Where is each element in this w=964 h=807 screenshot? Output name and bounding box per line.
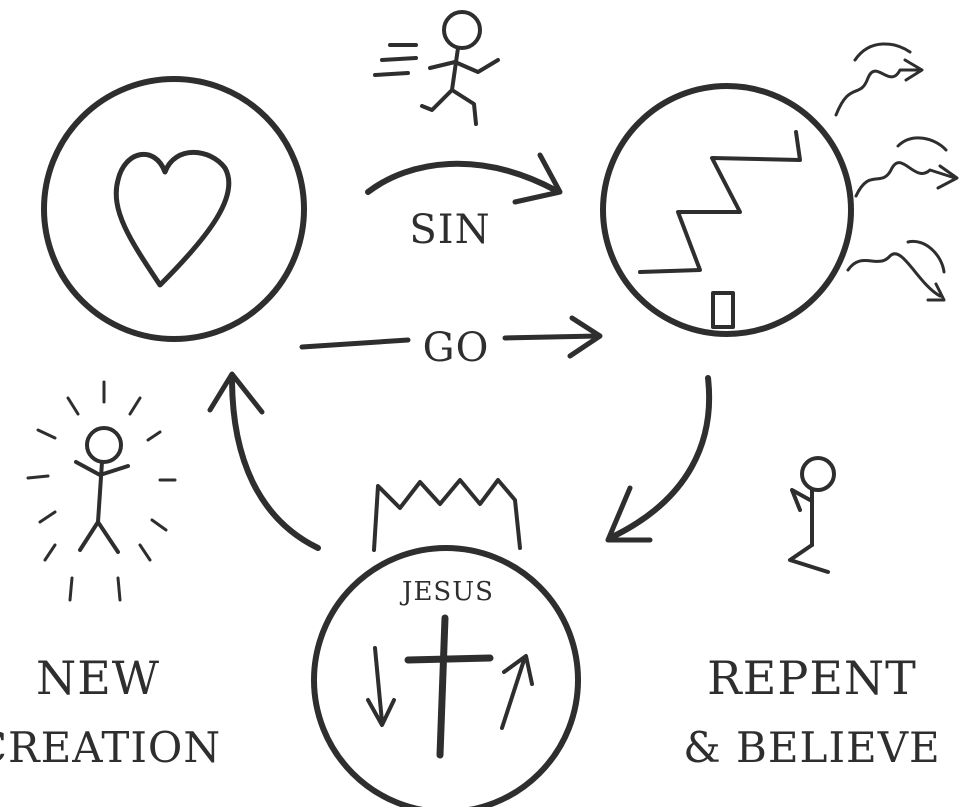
zigzag-icon	[638, 130, 802, 274]
jesus-label: JESUS	[399, 577, 494, 607]
sin-arrow	[365, 152, 563, 205]
new-creation-line1: NEW	[36, 651, 160, 705]
squiggle-arrows	[834, 42, 959, 302]
crown-icon	[372, 478, 522, 552]
heart-circle	[41, 76, 307, 342]
jesus-circle	[311, 478, 581, 807]
radiant-figure-icon	[26, 380, 177, 602]
broken-circle	[600, 83, 854, 337]
door-icon	[711, 291, 735, 329]
new-creation-arrow	[207, 371, 321, 551]
repent-arrow	[605, 375, 713, 543]
repent-line2: & BELIEVE	[683, 723, 940, 772]
up-arrow-icon	[500, 654, 534, 730]
go-label: GO	[423, 325, 490, 371]
new-creation-line2: CREATION	[0, 723, 221, 772]
go-arrow	[299, 315, 603, 359]
running-figure-icon	[373, 10, 500, 126]
cross-icon	[404, 614, 494, 759]
repent-line1: REPENT	[707, 651, 917, 705]
kneeling-figure-icon	[788, 456, 836, 574]
heart-icon	[113, 149, 232, 288]
sin-label: SIN	[409, 207, 490, 253]
down-arrow-icon	[366, 646, 396, 727]
